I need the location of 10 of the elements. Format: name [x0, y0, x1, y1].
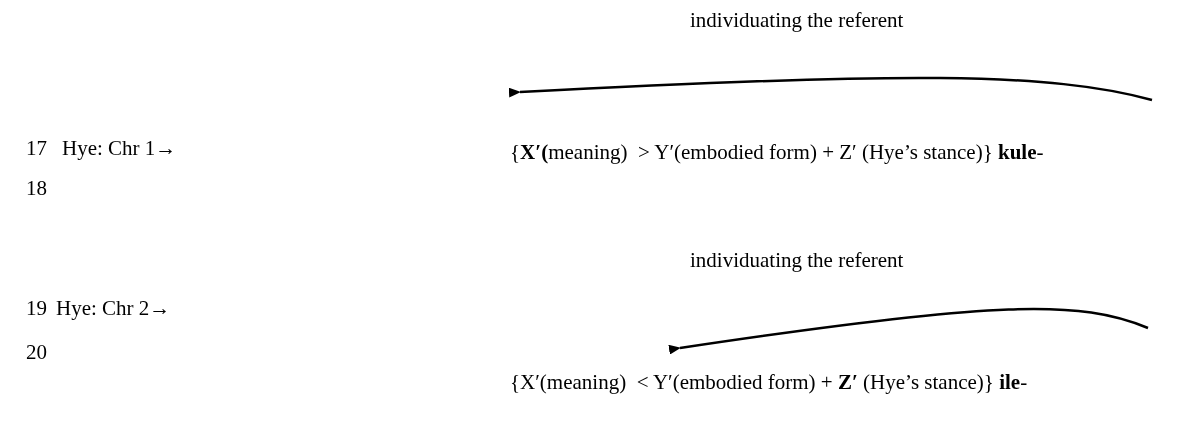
arrow-label: individuating the referent	[690, 8, 904, 34]
line-number: 18	[26, 176, 47, 202]
formula: {X′(meaning) > Y′(embodied form) + Z′ (Hye’s stance)} kule-	[510, 140, 1044, 166]
speaker-label: Hye: Chr 1→	[62, 136, 177, 162]
speaker-label: Hye: Chr 2→	[56, 296, 171, 322]
arrow-label: individuating the referent	[690, 248, 904, 274]
line-number: 20	[26, 340, 47, 366]
line-number: 19	[26, 296, 47, 322]
formula: {X′(meaning) < Y′(embodied form) + Z′ (Hye’s stance)} ile-	[510, 370, 1028, 396]
line-number: 17	[26, 136, 47, 162]
